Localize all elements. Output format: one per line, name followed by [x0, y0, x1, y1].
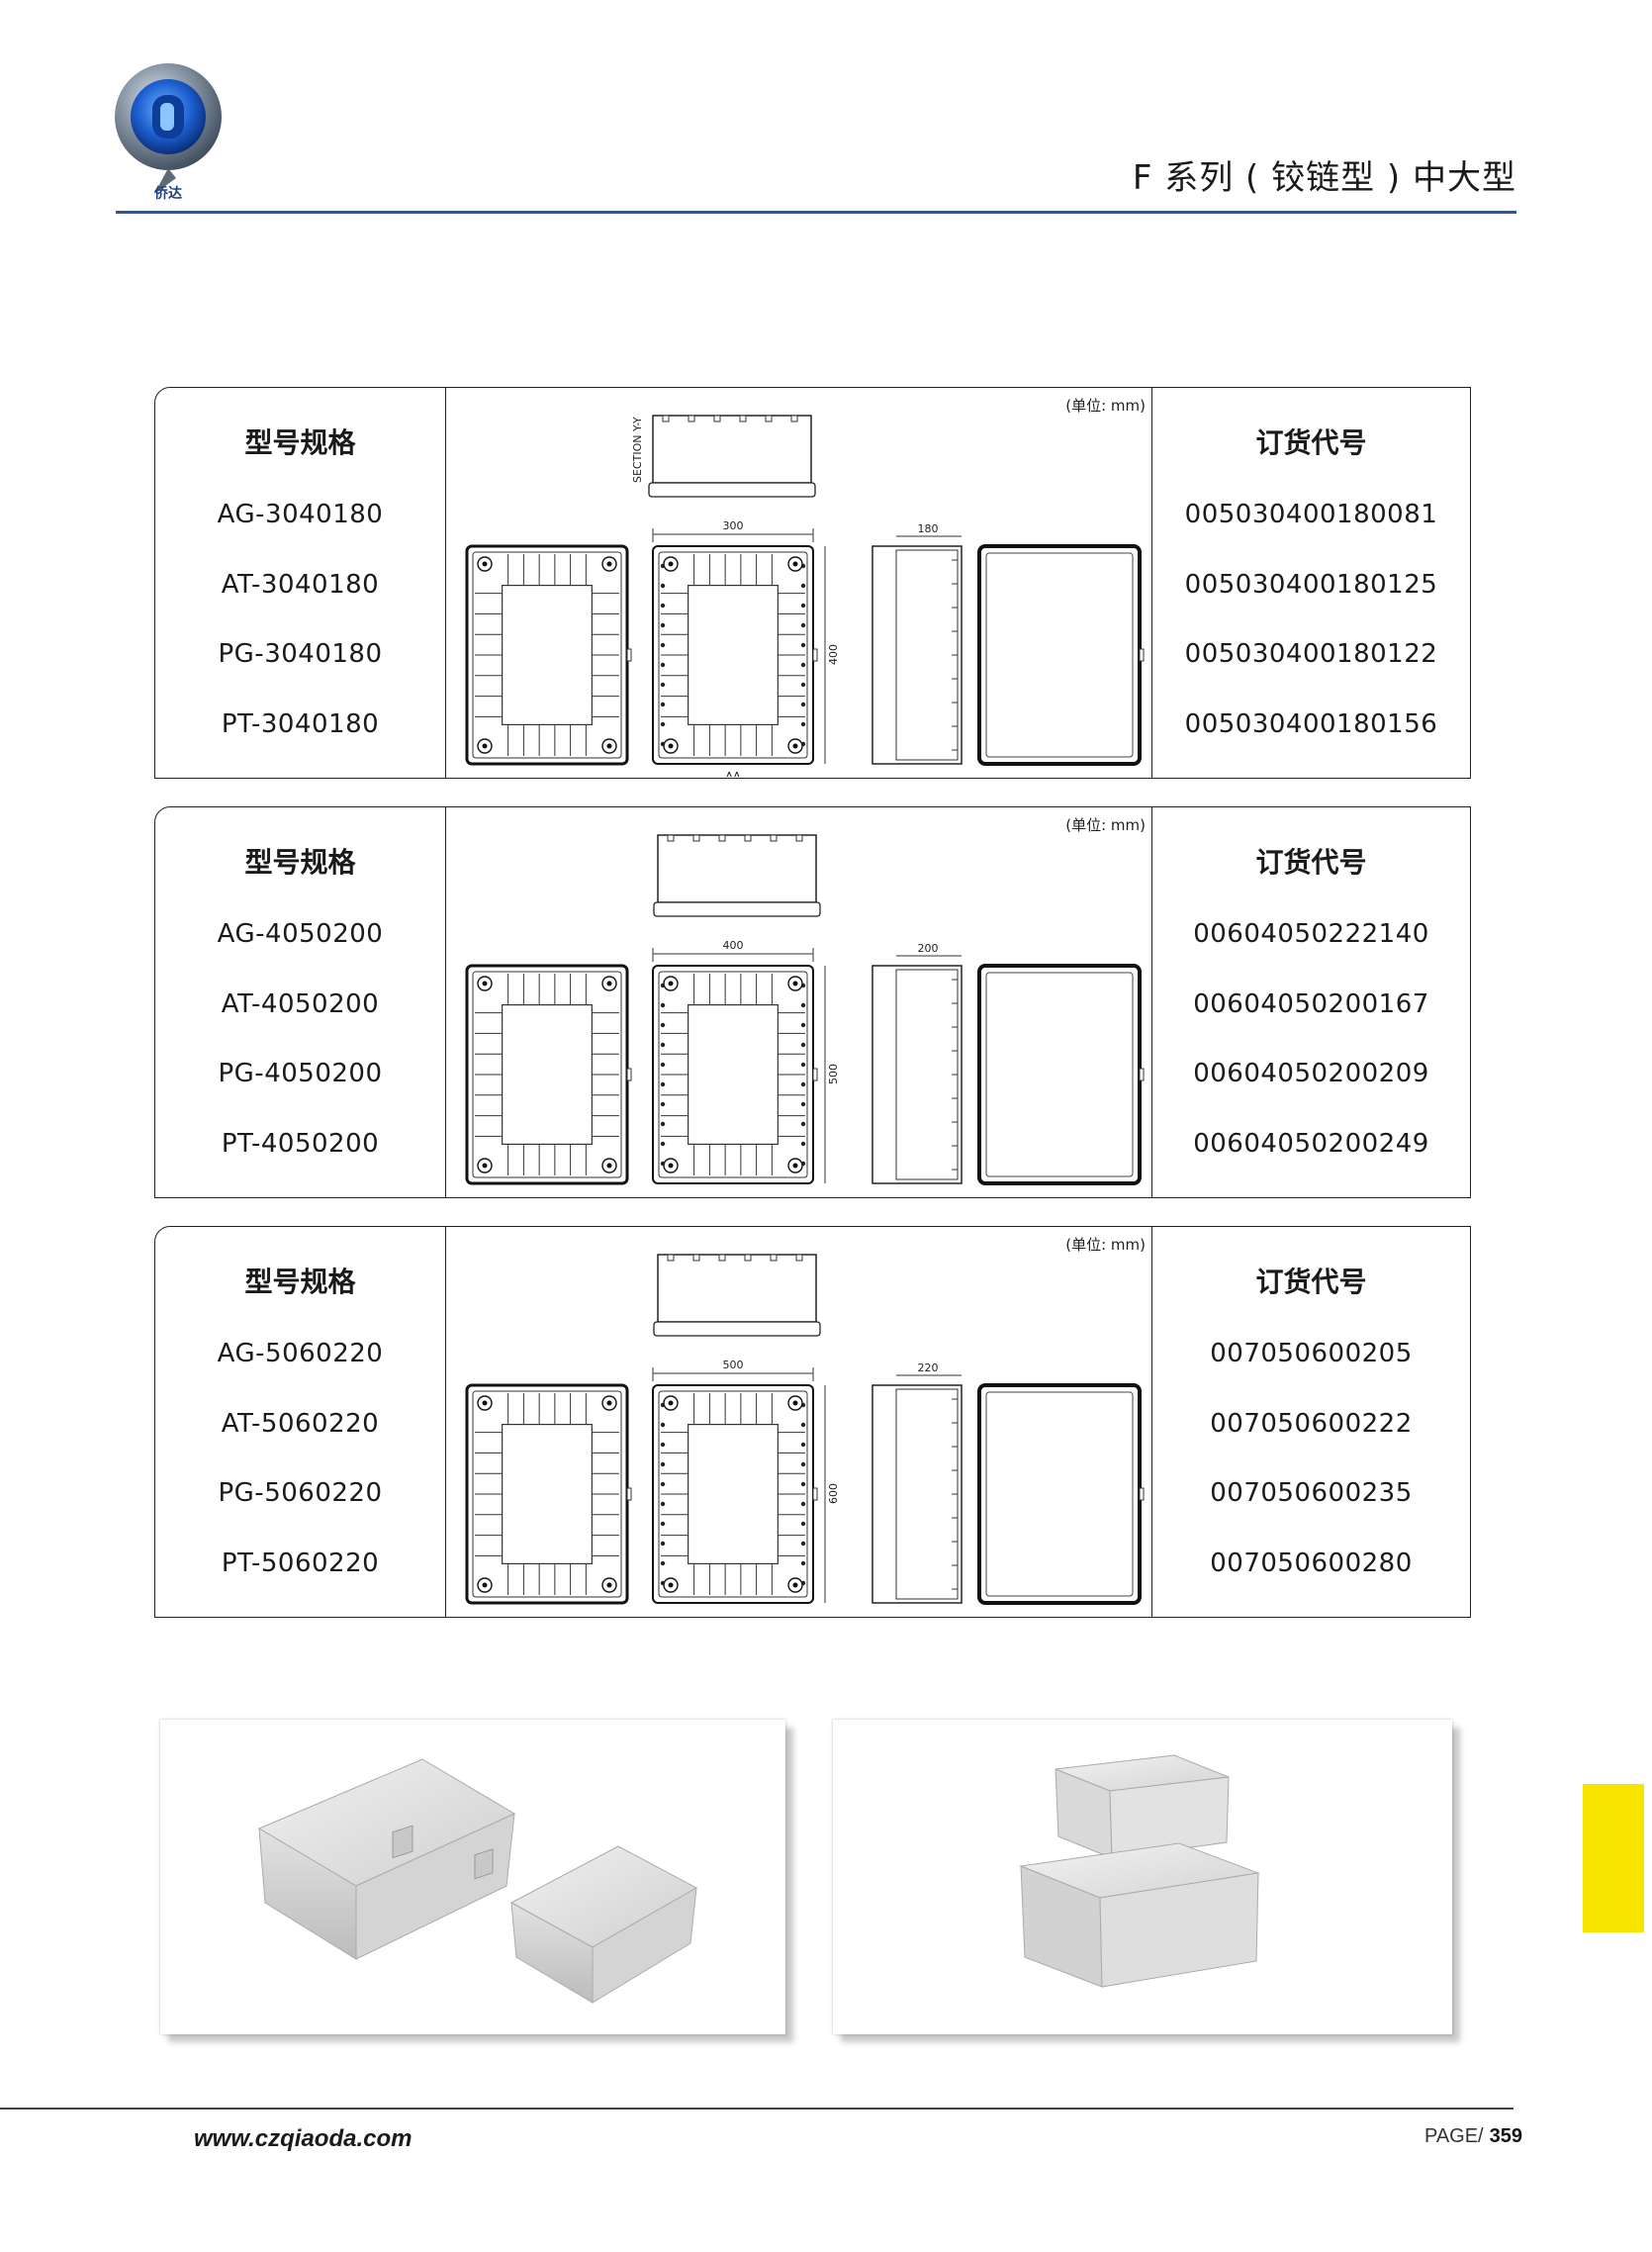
model-number: PG-5060220 — [218, 1478, 383, 1508]
logo-mark: 侨达 — [115, 63, 222, 202]
product-photo-left — [160, 1720, 785, 2034]
order-code-column-header: 订货代号 — [1255, 1266, 1367, 1298]
model-number: AG-3040180 — [217, 500, 384, 529]
order-code: 005030400180081 — [1184, 500, 1438, 529]
depth-dimension: 220 — [918, 1361, 939, 1374]
company-logo: 侨达 — [111, 57, 228, 204]
order-code-column-header: 订货代号 — [1255, 426, 1367, 459]
order-code: 00604050222140 — [1193, 919, 1429, 949]
enclosure-drawing: 500 600 220 — [465, 1254, 1145, 1605]
model-number: AG-4050200 — [217, 919, 384, 949]
model-number: PG-3040180 — [218, 639, 383, 669]
height-dimension: 600 — [827, 1483, 840, 1504]
product-photo-right — [833, 1720, 1452, 2034]
order-code: 005030400180122 — [1184, 639, 1438, 669]
order-code: 005030400180125 — [1184, 570, 1438, 600]
order-code-column: 订货代号 005030400180081 005030400180125 005030… — [1151, 388, 1470, 778]
height-dimension: 400 — [827, 644, 840, 665]
model-number: AT-4050200 — [221, 989, 380, 1019]
height-dimension: 500 — [827, 1064, 840, 1084]
unit-label: (单位: mm) — [1065, 1236, 1146, 1254]
depth-dimension: 200 — [918, 942, 939, 955]
order-code: 007050600222 — [1210, 1409, 1413, 1439]
enclosure-drawing: 400 500 200 — [465, 834, 1145, 1185]
width-dimension: 500 — [723, 1359, 744, 1371]
model-column-header: 型号规格 — [244, 846, 356, 879]
order-code: 007050600205 — [1210, 1339, 1413, 1368]
width-dimension: 300 — [723, 519, 744, 532]
model-column-header: 型号规格 — [244, 426, 356, 459]
section-label: SECTION Y-Y — [631, 417, 644, 483]
footer-divider — [0, 2108, 1514, 2110]
enclosure-pair-photo — [257, 1758, 698, 2004]
aa-label: AA — [725, 770, 741, 777]
order-code: 00604050200209 — [1193, 1059, 1429, 1088]
header-divider — [116, 211, 1516, 214]
model-number: PT-3040180 — [221, 709, 380, 739]
enclosure-stack-photo — [1019, 1754, 1260, 1988]
order-code-column: 订货代号 007050600205 007050600222 007050600235… — [1151, 1227, 1470, 1617]
model-column-header: 型号规格 — [244, 1266, 356, 1298]
logo-brand-text: 侨达 — [153, 185, 182, 202]
order-code: 007050600280 — [1210, 1548, 1413, 1578]
order-code: 00604050200167 — [1193, 989, 1429, 1019]
unit-label: (单位: mm) — [1065, 397, 1146, 415]
technical-drawing-area: (单位: mm) 500 600 220 — [445, 1227, 1153, 1617]
technical-drawing-area: (单位: mm) 400 500 200 — [445, 807, 1153, 1197]
model-number: PT-5060220 — [221, 1548, 380, 1578]
model-number: AT-5060220 — [221, 1409, 380, 1439]
side-section-tab — [1583, 1784, 1644, 1932]
page-title: F 系列 ( 铰链型 ) 中大型 — [1132, 158, 1516, 198]
model-number: AG-5060220 — [217, 1339, 384, 1368]
order-code: 007050600235 — [1210, 1478, 1413, 1508]
order-code-column: 订货代号 00604050222140 00604050200167 00604050… — [1151, 807, 1470, 1197]
depth-dimension: 180 — [918, 522, 939, 535]
model-number: AT-3040180 — [221, 570, 380, 600]
order-code-column-header: 订货代号 — [1255, 846, 1367, 879]
width-dimension: 400 — [723, 939, 744, 952]
footer-website-link[interactable]: www.czqiaoda.com — [194, 2125, 413, 2152]
model-number: PG-4050200 — [218, 1059, 383, 1088]
footer-page-number: PAGE/359 — [1424, 2125, 1522, 2148]
page-label: PAGE/ — [1423, 2125, 1484, 2147]
model-number: PT-4050200 — [221, 1129, 380, 1159]
order-code: 005030400180156 — [1184, 709, 1438, 739]
order-code: 00604050200249 — [1193, 1129, 1429, 1159]
page-number: 359 — [1489, 2125, 1522, 2147]
unit-label: (单位: mm) — [1065, 816, 1146, 834]
